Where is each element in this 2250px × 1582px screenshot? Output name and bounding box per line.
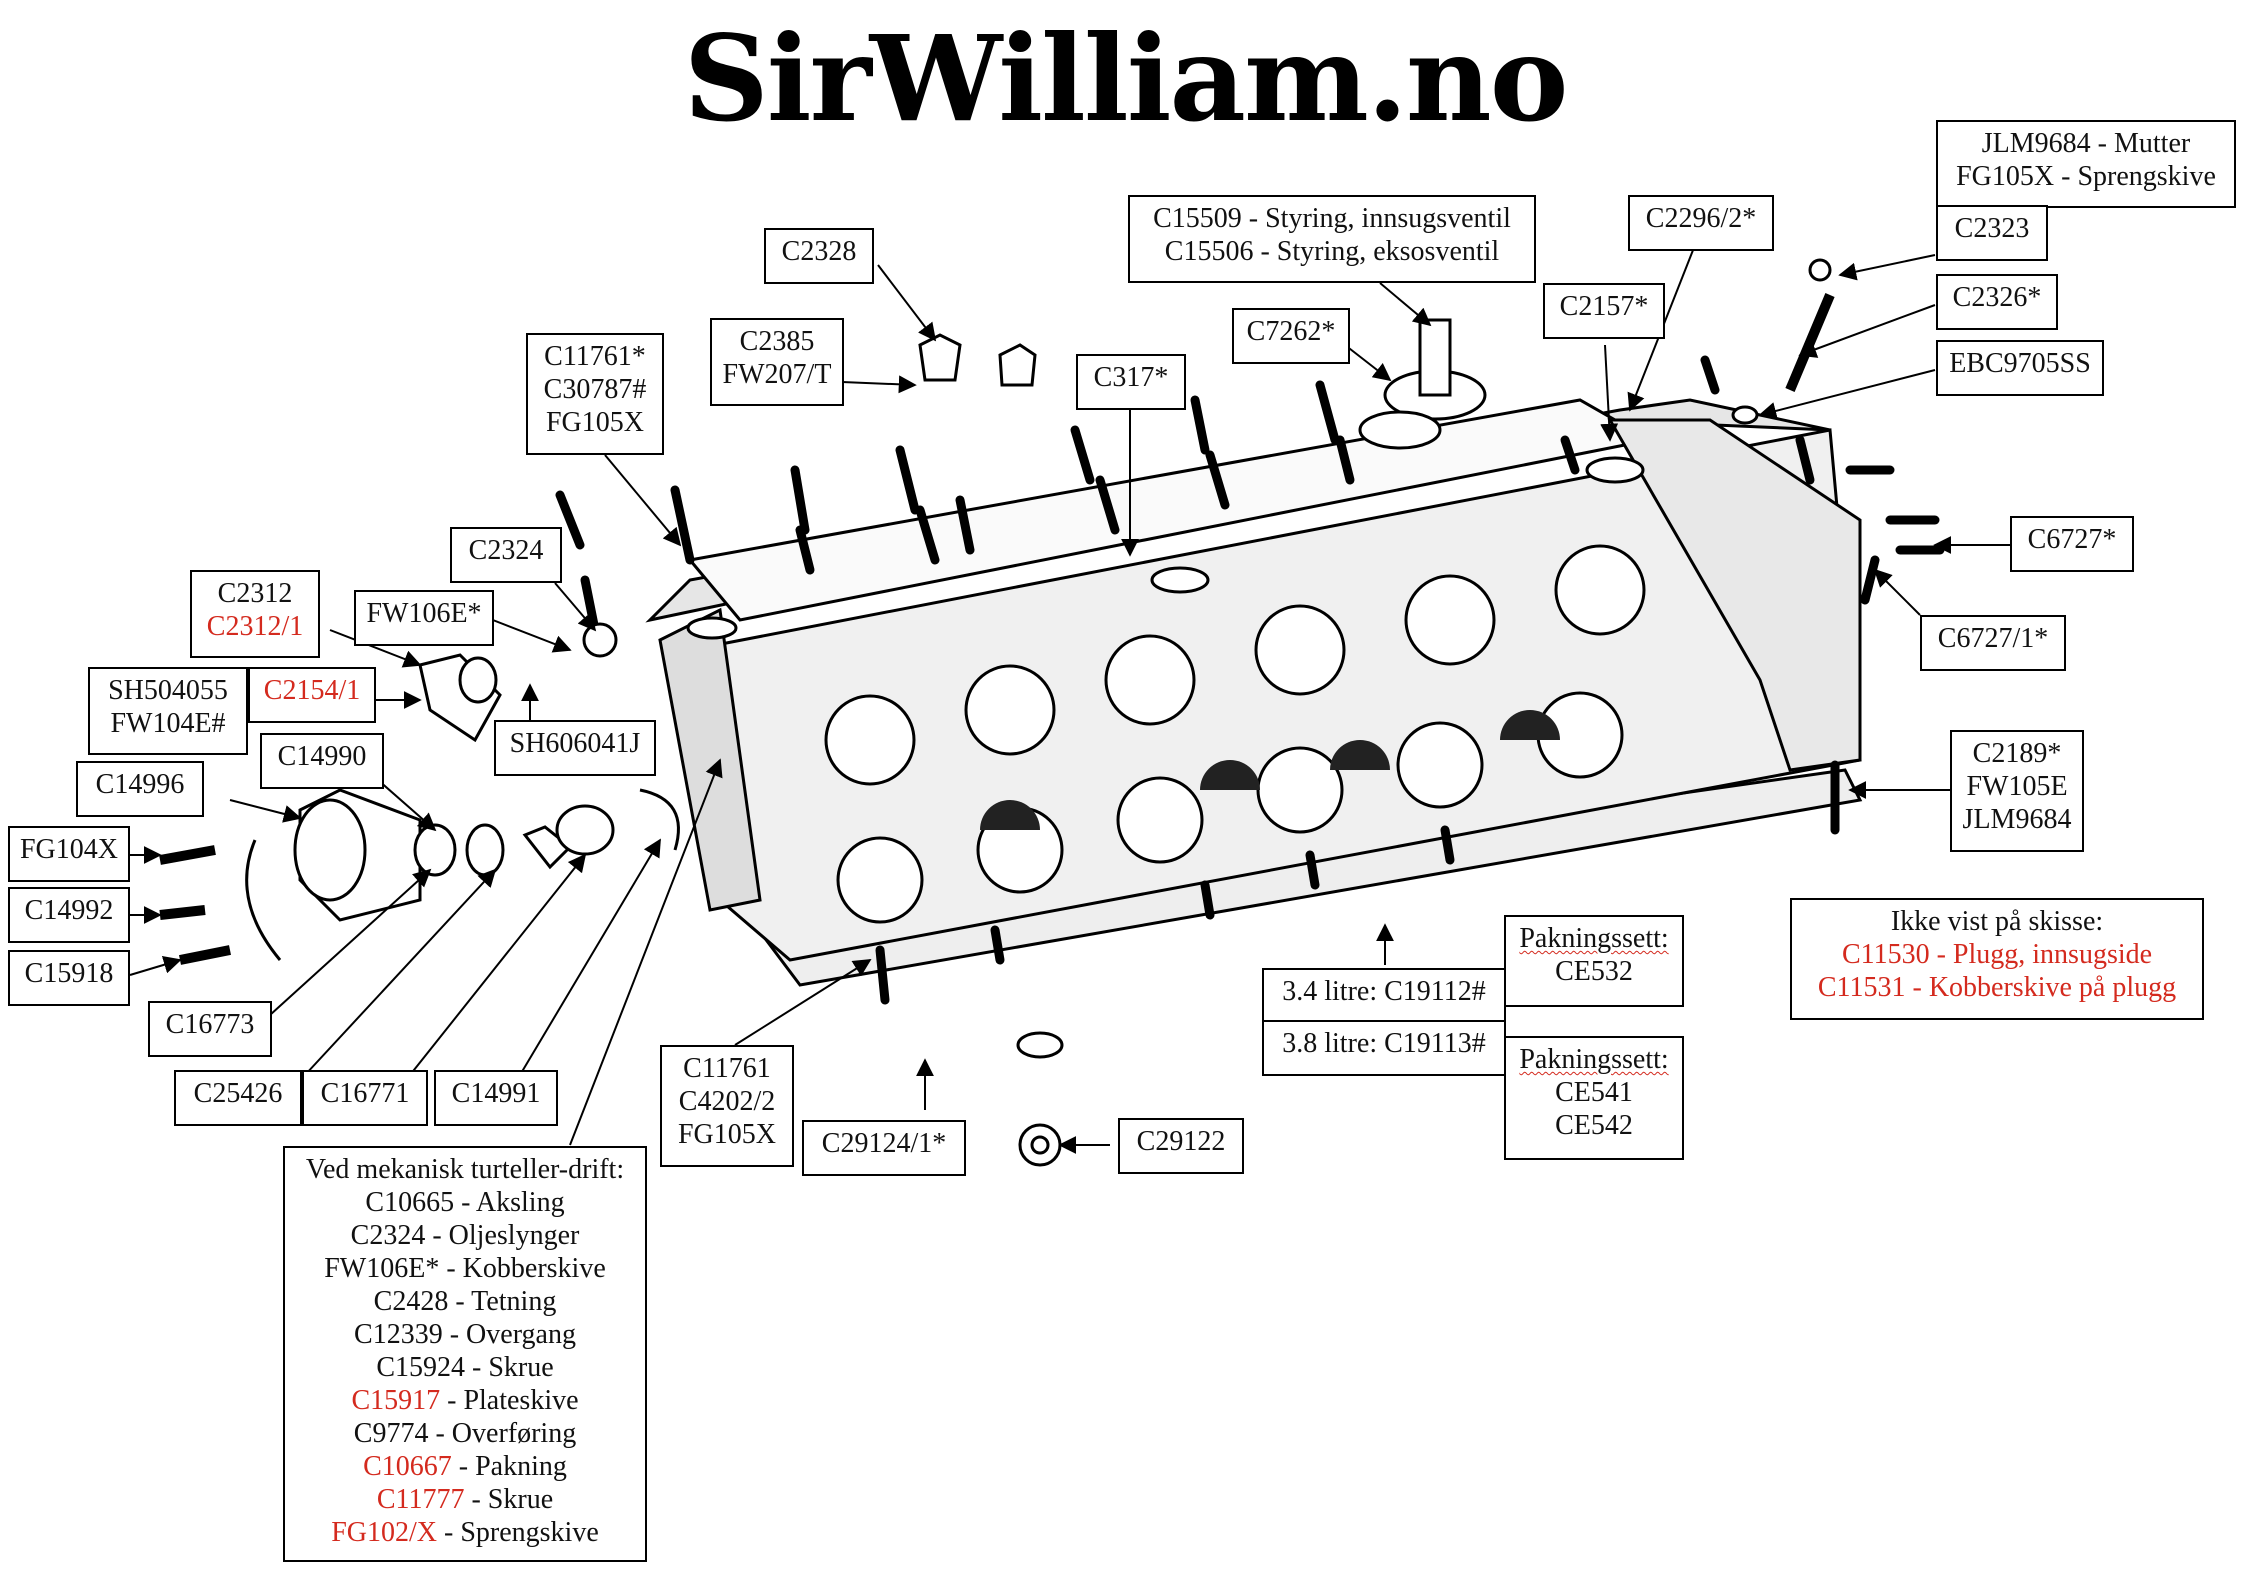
label-c14992: C14992 xyxy=(8,887,130,943)
tacho-item-code: C15924 xyxy=(376,1352,466,1383)
label-c2328: C2328 xyxy=(764,228,874,284)
tacho-item: C15924 - Skrue xyxy=(293,1351,637,1384)
label-c15918: C15918 xyxy=(8,950,130,1006)
label-litre-34: 3.4 litre: C19112# xyxy=(1262,968,1506,1024)
label-sh606041j: SH606041J xyxy=(494,720,656,776)
tacho-item: C10667 - Pakning xyxy=(293,1450,637,1483)
tacho-item-code: FW106E* xyxy=(324,1253,440,1284)
tacho-item-code: C10665 xyxy=(365,1187,455,1218)
label-c2323: C2323 xyxy=(1936,205,2048,261)
label-not-shown: Ikke vist på skisse: C11530 - Plugg, inn… xyxy=(1790,898,2204,1020)
label-c2385-fw207t: C2385 FW207/T xyxy=(710,318,844,406)
label-c7262: C7262* xyxy=(1232,308,1350,364)
label-c6727-1: C6727/1* xyxy=(1920,615,2066,671)
label-c11761-c30787-fg105x: C11761* C30787# FG105X xyxy=(526,333,664,455)
label-c25426: C25426 xyxy=(174,1070,302,1126)
tacho-item-code: C2428 xyxy=(373,1286,449,1317)
tacho-item: FW106E* - Kobberskive xyxy=(293,1252,637,1285)
tacho-item-desc: - Kobberskive xyxy=(439,1253,606,1284)
label-jlm9684-fg105x: JLM9684 - Mutter FG105X - Sprengskive xyxy=(1936,120,2236,208)
tacho-item: C10665 - Aksling xyxy=(293,1186,637,1219)
label-c14990: C14990 xyxy=(260,733,384,789)
tacho-item-desc: - Plateskive xyxy=(440,1385,579,1416)
leader-lines xyxy=(129,239,2010,1154)
valve-bores xyxy=(824,544,1646,924)
label-c6727: C6727* xyxy=(2010,516,2134,572)
label-c14991: C14991 xyxy=(434,1070,558,1126)
label-c16773: C16773 xyxy=(148,1001,272,1057)
label-c15509-c15506: C15509 - Styring, innsugsventil C15506 -… xyxy=(1128,195,1536,283)
label-c2326: C2326* xyxy=(1936,274,2058,330)
label-c2189-fw105e-jlm9684: C2189* FW105E JLM9684 xyxy=(1950,730,2084,852)
tacho-item: C2428 - Tetning xyxy=(293,1285,637,1318)
combustion-chambers xyxy=(980,710,1560,830)
tacho-item: C11777 - Skrue xyxy=(293,1483,637,1516)
label-pakningssett-ce541-ce542: Pakningssett: CE541 CE542 xyxy=(1504,1036,1684,1160)
tacho-item-desc: - Aksling xyxy=(454,1187,565,1218)
tacho-drive-list: Ved mekanisk turteller-drift: C10665 - A… xyxy=(283,1146,647,1562)
label-fg104x: FG104X xyxy=(8,826,130,882)
label-c11761-c4202-fg105x: C11761 C4202/2 FG105X xyxy=(660,1045,794,1167)
page-title: SirWilliam.no xyxy=(683,9,1569,148)
tacho-item-code: C12339 xyxy=(354,1319,443,1350)
studs xyxy=(555,355,1945,1005)
label-c2324: C2324 xyxy=(450,527,562,583)
tacho-item-code: FG102/X xyxy=(331,1517,438,1548)
label-pakningssett-ce532: Pakningssett: CE532 xyxy=(1504,915,1684,1007)
front-timing-parts xyxy=(159,622,1064,1167)
tacho-item-desc: - Oljeslynger xyxy=(425,1220,580,1251)
label-c2296-2: C2296/2* xyxy=(1628,195,1774,251)
label-c29124-1: C29124/1* xyxy=(802,1120,966,1176)
tacho-item-desc: - Pakning xyxy=(451,1451,567,1482)
cylinder-head-body xyxy=(645,398,1863,987)
label-c2154-1: C2154/1 xyxy=(248,667,376,723)
label-c2312: C2312 C2312/1 xyxy=(190,570,320,658)
label-litre-38: 3.8 litre: C19113# xyxy=(1262,1020,1506,1076)
tacho-item-desc: - Tetning xyxy=(448,1286,557,1317)
tacho-item: C12339 - Overgang xyxy=(293,1318,637,1351)
tacho-item-desc: - Overføring xyxy=(428,1418,577,1449)
tacho-item: C2324 - Oljeslynger xyxy=(293,1219,637,1252)
tacho-item-code: C10667 xyxy=(363,1451,452,1482)
label-ebc9705ss: EBC9705SS xyxy=(1936,340,2104,396)
label-c16771: C16771 xyxy=(302,1070,428,1126)
tacho-item: C9774 - Overføring xyxy=(293,1417,637,1450)
label-sh504055-fw104e: SH504055 FW104E# xyxy=(88,667,248,755)
tacho-item-desc: - Overgang xyxy=(442,1319,576,1350)
tacho-item: C15917 - Plateskive xyxy=(293,1384,637,1417)
label-c317: C317* xyxy=(1076,354,1186,410)
tacho-item-code: C2324 xyxy=(350,1220,426,1251)
label-c2157: C2157* xyxy=(1543,283,1665,339)
tacho-item-desc: - Skrue xyxy=(464,1484,554,1515)
tacho-item-desc: - Sprengskive xyxy=(437,1517,599,1548)
tacho-item-desc: - Skrue xyxy=(465,1352,554,1383)
tacho-item-code: C9774 xyxy=(353,1418,429,1449)
tacho-item-code: C15917 xyxy=(351,1385,441,1416)
tacho-item: FG102/X - Sprengskive xyxy=(293,1516,637,1549)
label-c14996: C14996 xyxy=(76,761,204,817)
label-c29122: C29122 xyxy=(1118,1118,1244,1174)
label-fw106e: FW106E* xyxy=(354,590,494,646)
tacho-item-code: C11777 xyxy=(376,1484,465,1515)
